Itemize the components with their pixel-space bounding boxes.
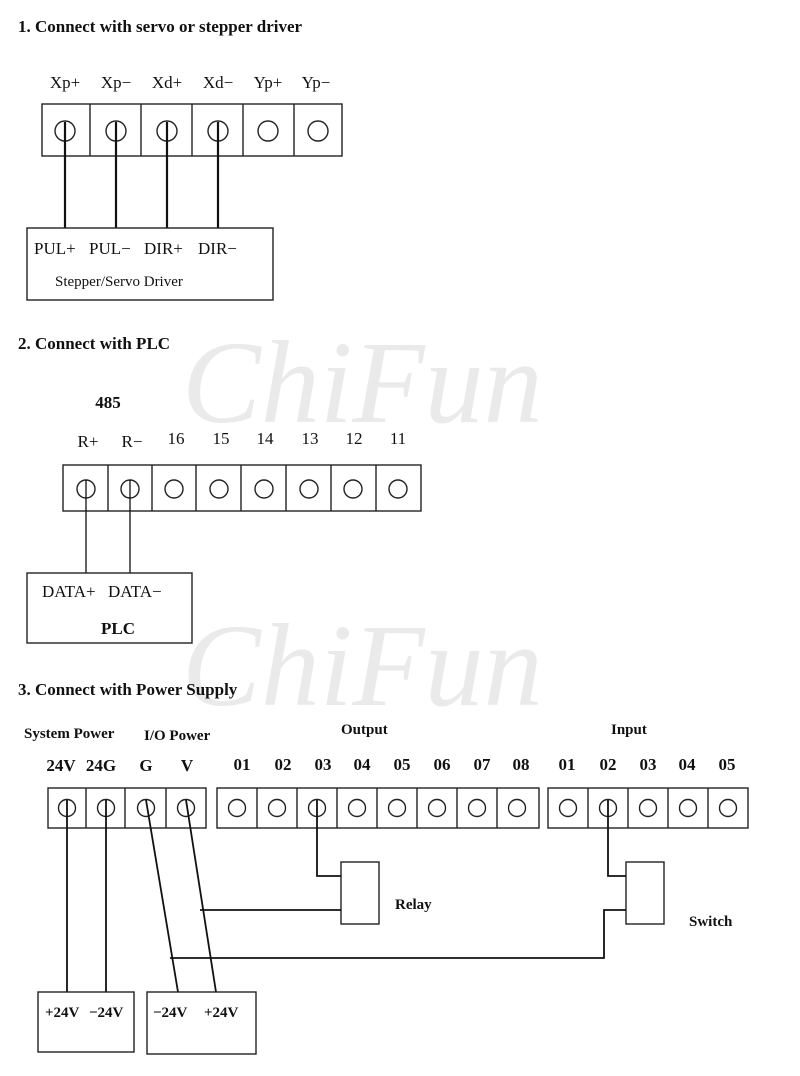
plc-pin-data-minus: DATA− <box>108 582 162 601</box>
input-label: Input <box>611 722 647 738</box>
output-terminal-label-08: 08 <box>513 755 530 774</box>
output-terminal-label-07: 07 <box>474 755 492 774</box>
terminal-label-yp-plus: Yp+ <box>254 73 283 92</box>
section2-terminal-block <box>62 464 422 512</box>
terminal-label-14: 14 <box>257 429 275 448</box>
section2-wires <box>85 480 131 573</box>
power-terminal-labels: 24V 24G G V <box>46 756 194 775</box>
supply2-minus-24v: −24V <box>153 1005 188 1021</box>
section1-terminal-labels: Xp+ Xp− Xd+ Xd− Yp+ Yp− <box>50 73 331 92</box>
switch-component: Switch <box>625 861 733 930</box>
output-terminal-label-01: 01 <box>234 755 251 774</box>
terminal-label-24v: 24V <box>46 756 76 775</box>
power-terminal-block <box>47 787 207 829</box>
output-terminal-label-02: 02 <box>275 755 292 774</box>
plc-pin-data-plus: DATA+ <box>42 582 96 601</box>
terminal-label-12: 12 <box>346 429 363 448</box>
relay-component: Relay <box>340 861 432 925</box>
input-terminal-labels: 01 02 03 04 05 <box>559 755 736 774</box>
io-power-label: I/O Power <box>144 728 211 744</box>
section3-heading: 3. Connect with Power Supply <box>18 680 238 699</box>
section1-heading: 1. Connect with servo or stepper driver <box>18 17 303 36</box>
terminal-label-13: 13 <box>302 429 319 448</box>
plc-name: PLC <box>101 619 135 638</box>
plc-box: DATA+ DATA− PLC <box>26 572 193 644</box>
driver-pin-dir-minus: DIR− <box>198 239 237 258</box>
output-label: Output <box>341 722 388 738</box>
stepper-driver-box: PUL+ PUL− DIR+ DIR− Stepper/Servo Driver <box>26 227 274 301</box>
watermark-bottom: ChiFun <box>182 600 543 731</box>
io-power-supply-box: −24V +24V <box>146 991 257 1055</box>
input-terminal-label-05: 05 <box>719 755 736 774</box>
section1-terminal-block <box>41 103 343 157</box>
output-terminal-label-03: 03 <box>315 755 332 774</box>
watermark-top: ChiFun <box>182 317 543 448</box>
terminal-label-16: 16 <box>168 429 185 448</box>
terminal-label-v: V <box>181 756 194 775</box>
terminal-label-xp-plus: Xp+ <box>50 73 80 92</box>
terminal-label-11: 11 <box>390 429 406 448</box>
section3-wires <box>66 799 626 993</box>
system-power-supply-box: +24V −24V <box>37 991 135 1053</box>
terminal-label-xd-plus: Xd+ <box>152 73 182 92</box>
output-terminal-label-05: 05 <box>394 755 411 774</box>
supply1-plus-24v: +24V <box>45 1005 80 1021</box>
terminal-label-yp-minus: Yp− <box>302 73 331 92</box>
terminal-label-15: 15 <box>213 429 230 448</box>
input-terminal-block <box>547 787 749 829</box>
terminal-label-xd-minus: Xd− <box>203 73 233 92</box>
system-power-label: System Power <box>24 726 115 742</box>
section1-wires <box>63 122 220 228</box>
driver-pin-pul-minus: PUL− <box>89 239 131 258</box>
output-terminal-block <box>216 787 540 829</box>
terminal-label-xp-minus: Xp− <box>101 73 131 92</box>
output-terminal-label-06: 06 <box>434 755 451 774</box>
input-terminal-label-01: 01 <box>559 755 576 774</box>
input-terminal-label-03: 03 <box>640 755 657 774</box>
input-terminal-label-02: 02 <box>600 755 617 774</box>
input-terminal-label-04: 04 <box>679 755 697 774</box>
rs485-label: 485 <box>95 393 121 412</box>
supply2-plus-24v: +24V <box>204 1005 239 1021</box>
supply1-minus-24v: −24V <box>89 1005 124 1021</box>
output-terminal-label-04: 04 <box>354 755 372 774</box>
driver-pin-pul-plus: PUL+ <box>34 239 76 258</box>
terminal-label-g: G <box>139 756 152 775</box>
terminal-label-r-plus: R+ <box>78 432 99 451</box>
driver-name: Stepper/Servo Driver <box>55 274 183 290</box>
section2-terminal-labels: R+ R− 16 15 14 13 12 11 <box>78 429 407 451</box>
relay-label: Relay <box>395 897 432 913</box>
output-terminal-labels: 01 02 03 04 05 06 07 08 <box>234 755 530 774</box>
driver-pin-dir-plus: DIR+ <box>144 239 183 258</box>
section2-heading: 2. Connect with PLC <box>18 334 170 353</box>
terminal-label-r-minus: R− <box>122 432 143 451</box>
terminal-label-24g: 24G <box>86 756 116 775</box>
switch-label: Switch <box>689 914 733 930</box>
